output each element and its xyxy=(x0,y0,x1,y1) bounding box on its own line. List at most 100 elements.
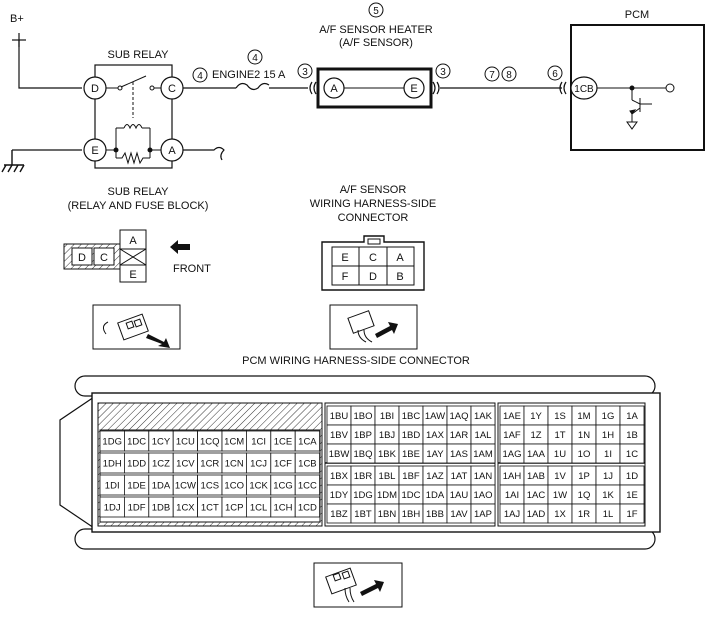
pin-cell xyxy=(294,474,321,496)
transistor-icon xyxy=(597,83,675,130)
pin-label: 1A xyxy=(626,411,638,422)
svg-text:B: B xyxy=(396,271,403,283)
pin-label: 1BI xyxy=(380,411,394,422)
svg-text:A: A xyxy=(129,235,137,247)
pin-label: 1L xyxy=(603,509,614,520)
pin-label: 1CB xyxy=(298,459,316,470)
af-sensor-connector-face: E C A F D B xyxy=(321,235,425,291)
svg-text:E: E xyxy=(410,83,417,95)
pin-label: 1CY xyxy=(152,437,171,448)
pin-label: 1BE xyxy=(402,449,420,460)
pin-label: 1AX xyxy=(426,430,445,441)
svg-text:C: C xyxy=(168,83,176,95)
pin-label: 1BV xyxy=(330,430,349,441)
wire-number-4a: 4 xyxy=(197,71,203,82)
af-caption-3: CONNECTOR xyxy=(338,212,409,224)
af-connector-view-icon xyxy=(329,304,418,350)
wire-number-3a: 3 xyxy=(302,67,308,78)
relay-coil-icon xyxy=(106,124,161,165)
pin-label: 1AN xyxy=(474,471,493,482)
pin-label: 1AY xyxy=(426,449,444,460)
pin-label: 1CE xyxy=(274,437,292,448)
pin-label: 1AG xyxy=(502,449,521,460)
pin-label: 1CP xyxy=(225,503,243,514)
pin-cell xyxy=(470,503,496,524)
pin-label: 1AU xyxy=(450,490,469,501)
relay-switch-icon xyxy=(106,75,161,118)
pin-label: 1DA xyxy=(426,490,445,501)
pin-label: 1S xyxy=(554,411,566,422)
pin-label: 1AA xyxy=(527,449,546,460)
pin-label: 1CF xyxy=(274,459,292,470)
front-label: FRONT xyxy=(173,263,211,275)
svg-text:D: D xyxy=(369,271,377,283)
svg-text:A: A xyxy=(396,252,404,264)
pin-label: 1CN xyxy=(225,459,244,470)
pin-label: 1DC xyxy=(127,437,146,448)
wire-number-8: 8 xyxy=(506,70,512,81)
pin-label: 1Y xyxy=(530,411,542,422)
relay-connector-face: D C A E xyxy=(63,229,147,283)
wire-number-6: 6 xyxy=(552,69,558,80)
pin-label: 1U xyxy=(554,449,566,460)
pin-label: 1N xyxy=(578,430,590,441)
pin-label: 1DG xyxy=(353,490,373,501)
pin-label: 1DM xyxy=(377,490,397,501)
pin-label: 1AQ xyxy=(449,411,468,422)
sub-relay-caption: SUB RELAY xyxy=(108,186,170,198)
svg-text:1CB: 1CB xyxy=(574,84,594,95)
svg-text:E: E xyxy=(341,252,348,264)
pin-label: 1I xyxy=(604,449,612,460)
svg-text:D: D xyxy=(78,252,86,264)
pin-label: 1AI xyxy=(505,490,519,501)
pin-label: 1F xyxy=(626,509,637,520)
pin-label: 1Z xyxy=(530,430,541,441)
svg-text:A: A xyxy=(168,145,176,157)
svg-text:C: C xyxy=(100,252,108,264)
pin-label: 1DI xyxy=(105,481,120,492)
pin-label: 1K xyxy=(602,490,614,501)
pin-label: 1AD xyxy=(527,509,546,520)
pin-cell xyxy=(619,503,645,524)
pin-label: 1CR xyxy=(200,459,219,470)
pin-label: 1C xyxy=(626,449,638,460)
svg-text:E: E xyxy=(129,269,136,281)
pin-label: 1W xyxy=(553,490,567,501)
relay-connector-view-icon xyxy=(92,304,181,350)
pin-label: 1CM xyxy=(224,437,244,448)
af-caption-2: WIRING HARNESS-SIDE xyxy=(310,198,437,210)
pin-label: 1DA xyxy=(152,481,171,492)
pin-label: 1BT xyxy=(354,509,372,520)
pin-label: 1BJ xyxy=(379,430,396,441)
af-caption-1: A/F SENSOR xyxy=(340,184,407,196)
wire-number-3b: 3 xyxy=(440,67,446,78)
pin-label: 1CU xyxy=(176,437,195,448)
pin-label: 1V xyxy=(554,471,566,482)
pin-label: 1DY xyxy=(330,490,349,501)
pin-label: 1DD xyxy=(127,459,146,470)
pin-label: 1Q xyxy=(578,490,591,501)
pin-label: 1BB xyxy=(426,509,444,520)
pin-label: 1BK xyxy=(378,449,397,460)
pin-label: 1CC xyxy=(298,481,317,492)
pin-label: 1AV xyxy=(450,509,468,520)
pin-label: 1CG xyxy=(273,481,293,492)
pin-cell xyxy=(619,443,645,464)
fuse-icon xyxy=(235,82,270,91)
pin-label: 1BP xyxy=(354,430,372,441)
pin-label: 1CH xyxy=(273,503,292,514)
ground-icon xyxy=(1,150,25,173)
pin-label: 1BU xyxy=(330,411,349,422)
pin-label: 1E xyxy=(626,490,638,501)
pin-label: 1O xyxy=(578,449,591,460)
pin-label: 1D xyxy=(626,471,638,482)
pin-label: 1CD xyxy=(298,503,317,514)
pin-cell xyxy=(294,430,321,452)
pin-label: 1AM xyxy=(473,449,493,460)
pin-label: 1AE xyxy=(503,411,521,422)
pin-label: 1G xyxy=(602,411,615,422)
pin-label: 1AS xyxy=(450,449,468,460)
pin-label: 1J xyxy=(603,471,613,482)
fuse-label: ENGINE2 15 A xyxy=(212,69,286,81)
